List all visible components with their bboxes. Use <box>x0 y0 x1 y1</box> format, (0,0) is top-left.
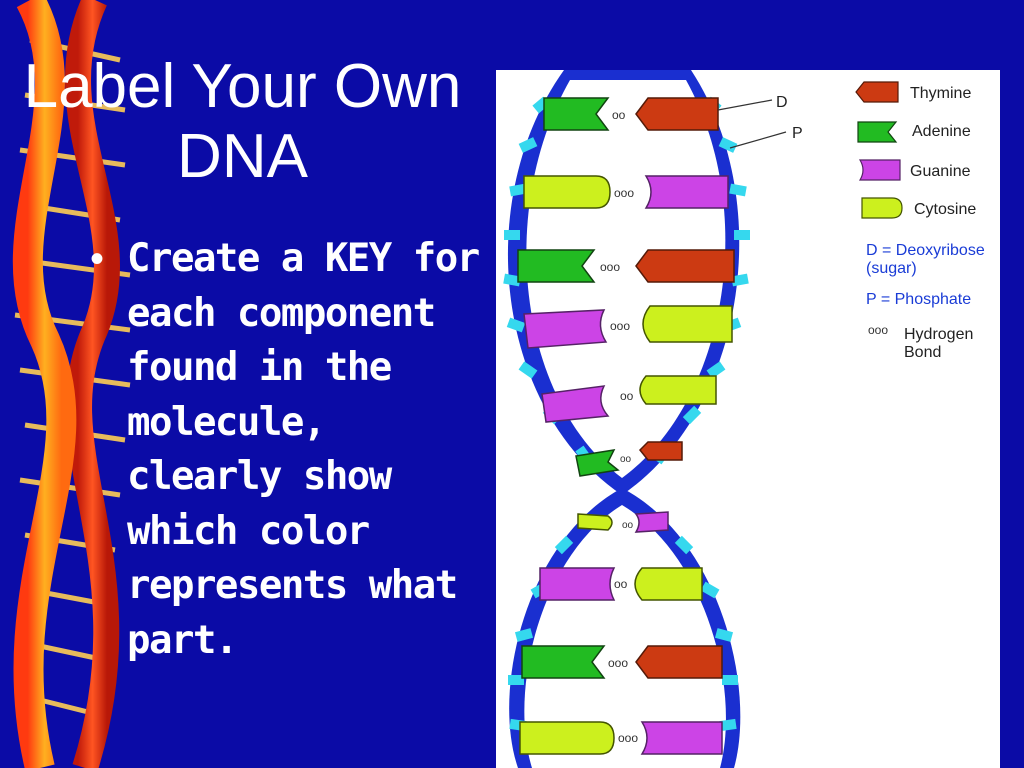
adenine-base <box>543 97 610 131</box>
guanine-base <box>644 175 729 209</box>
guanine-base <box>539 567 616 601</box>
guanine-base <box>523 309 608 349</box>
slide-title-line-2: DNA <box>177 122 308 191</box>
bullet-text: Create a KEY for each component found in… <box>127 236 480 663</box>
hydrogen-bond: oo <box>620 454 632 465</box>
hydrogen-bond: oo <box>614 577 628 591</box>
dna-helix-background-image <box>12 0 131 768</box>
key-deoxyribose-line-1: D = Deoxyribose <box>866 242 985 259</box>
base-pair-9: ooo <box>521 645 723 679</box>
base-pair-8: oo <box>539 567 703 601</box>
legend-item-guanine: Guanine <box>858 159 971 181</box>
legend-label-thymine: Thymine <box>910 85 971 102</box>
cytosine-swatch-icon <box>861 197 903 219</box>
legend-item-thymine: Thymine <box>855 81 971 103</box>
adenine-base <box>517 249 596 283</box>
cytosine-base <box>642 305 733 343</box>
base-pair-1: oo <box>543 97 719 131</box>
legend: Thymine Adenine Guanine Cytosine D = Deo… <box>855 81 985 361</box>
base-pair-2: ooo <box>523 175 729 209</box>
guanine-swatch-icon <box>858 159 901 181</box>
hydrogen-bond: oo <box>622 520 634 531</box>
base-pair-4: ooo <box>523 305 733 349</box>
thymine-base <box>635 97 719 131</box>
hydrogen-bond: ooo <box>618 731 638 745</box>
hydrogen-bond: ooo <box>600 260 620 274</box>
thymine-base <box>635 645 723 679</box>
legend-label-guanine: Guanine <box>910 163 971 180</box>
cytosine-base <box>523 175 611 209</box>
legend-item-adenine: Adenine <box>857 121 971 143</box>
base-pair-10: ooo <box>519 721 723 755</box>
hydrogen-bond: ooo <box>610 319 630 333</box>
key-deoxyribose-line-2: (sugar) <box>866 260 917 277</box>
thymine-swatch-icon <box>855 81 899 103</box>
key-hydrogen-bond-symbol: ooo <box>868 323 888 337</box>
key-hydrogen-line-1: Hydrogen <box>904 326 973 343</box>
adenine-base <box>575 449 620 477</box>
adenine-swatch-icon <box>857 121 898 143</box>
key-hydrogen-line-2: Bond <box>904 344 941 361</box>
legend-label-cytosine: Cytosine <box>914 201 976 218</box>
legend-label-adenine: Adenine <box>912 123 971 140</box>
base-pair-6: oo <box>575 441 683 477</box>
helix-strand-red <box>65 0 120 768</box>
guanine-base <box>634 511 669 533</box>
phosphate-marker: P <box>792 125 803 142</box>
dna-diagram-svg: oo ooo ooo ooo oo <box>503 70 985 768</box>
hydrogen-bond: oo <box>620 389 634 403</box>
thymine-base <box>638 441 683 461</box>
structure-labels: D P <box>717 94 803 149</box>
thymine-base <box>635 249 735 283</box>
slide-title-line-1: Label Your Own <box>23 52 462 121</box>
guanine-base <box>640 721 723 755</box>
cytosine-base <box>577 513 613 531</box>
cytosine-base <box>639 375 717 405</box>
guanine-base <box>541 385 610 423</box>
phosphate-pointer-line <box>729 131 787 149</box>
dna-diagram: oo ooo ooo ooo oo <box>496 70 1000 768</box>
cytosine-base <box>634 567 703 601</box>
hydrogen-bond: ooo <box>608 656 628 670</box>
base-pair-7: oo <box>577 511 669 533</box>
helix-strand-orange <box>12 0 77 768</box>
base-pair-5: oo <box>541 375 717 423</box>
cytosine-base <box>519 721 615 755</box>
hydrogen-bond: oo <box>612 108 626 122</box>
key-phosphate: P = Phosphate <box>866 291 971 308</box>
hydrogen-bond: ooo <box>614 186 634 200</box>
legend-item-cytosine: Cytosine <box>861 197 976 219</box>
deoxyribose-pointer-line <box>717 99 773 111</box>
adenine-base <box>521 645 606 679</box>
slide-title: Label Your Own DNA <box>0 52 485 192</box>
deoxyribose-marker: D <box>776 94 788 111</box>
base-pair-3: ooo <box>517 249 735 283</box>
bullet-symbol: • <box>90 237 105 281</box>
